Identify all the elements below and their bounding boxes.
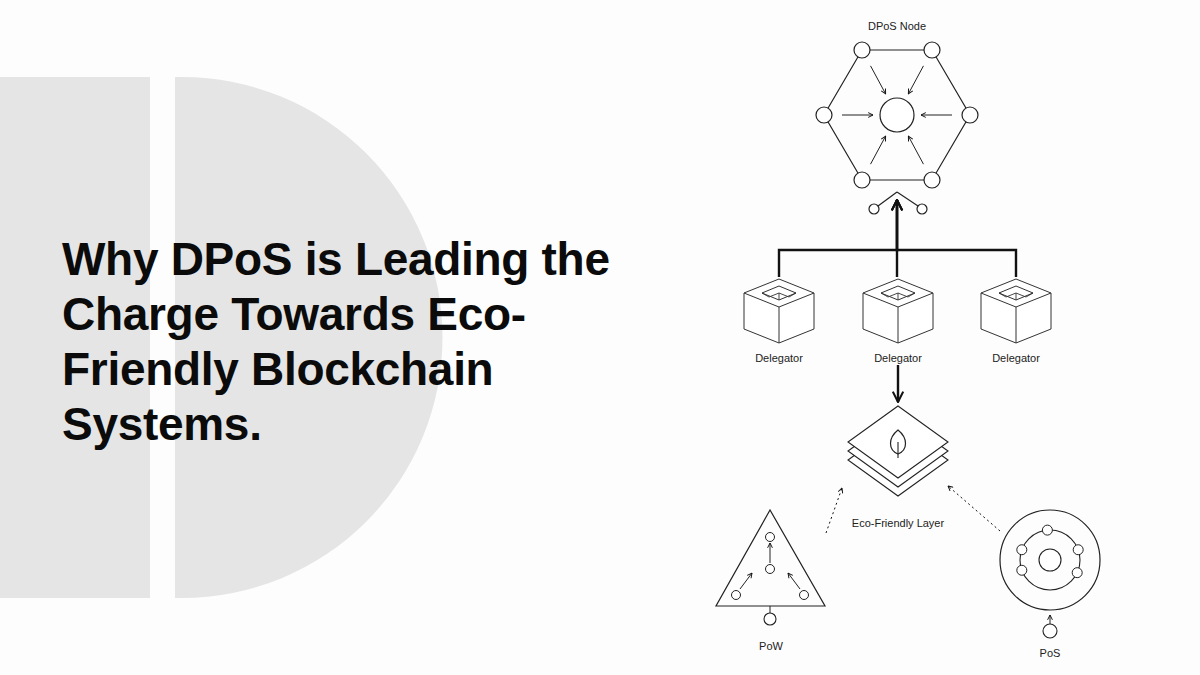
node-outline — [712, 505, 830, 653]
cube-node: Delegator — [853, 277, 943, 365]
cube-node: Delegator — [971, 277, 1061, 365]
triangle-node: PoW — [712, 505, 830, 653]
orbit-node: PoS — [996, 505, 1104, 660]
flow-arrow — [897, 200, 1016, 277]
node-label: Eco-Friendly Layer — [838, 517, 958, 530]
node-outline — [853, 277, 943, 365]
dotted-arrow — [826, 488, 842, 533]
flow-arrow — [779, 200, 897, 277]
node-label: Delegator — [853, 352, 943, 365]
node-outline — [996, 505, 1104, 660]
node-label: Delegator — [971, 352, 1061, 365]
node-outline — [808, 20, 986, 200]
node-outline — [734, 277, 824, 365]
node-outline — [971, 277, 1061, 365]
node-outline — [838, 402, 958, 530]
cube-node: Delegator — [734, 277, 824, 365]
layer-stack-node: Eco-Friendly Layer — [838, 402, 958, 530]
page-title: Why DPoS is Leading the Charge Towards E… — [62, 232, 631, 452]
node-label: PoS — [996, 647, 1104, 660]
node-label: DPoS Node — [808, 20, 986, 33]
node-label: Delegator — [734, 352, 824, 365]
hexagon-node: DPoS Node — [808, 20, 986, 200]
flow-arrow — [897, 365, 899, 402]
dotted-arrow — [948, 486, 1000, 531]
node-label: PoW — [712, 640, 830, 653]
